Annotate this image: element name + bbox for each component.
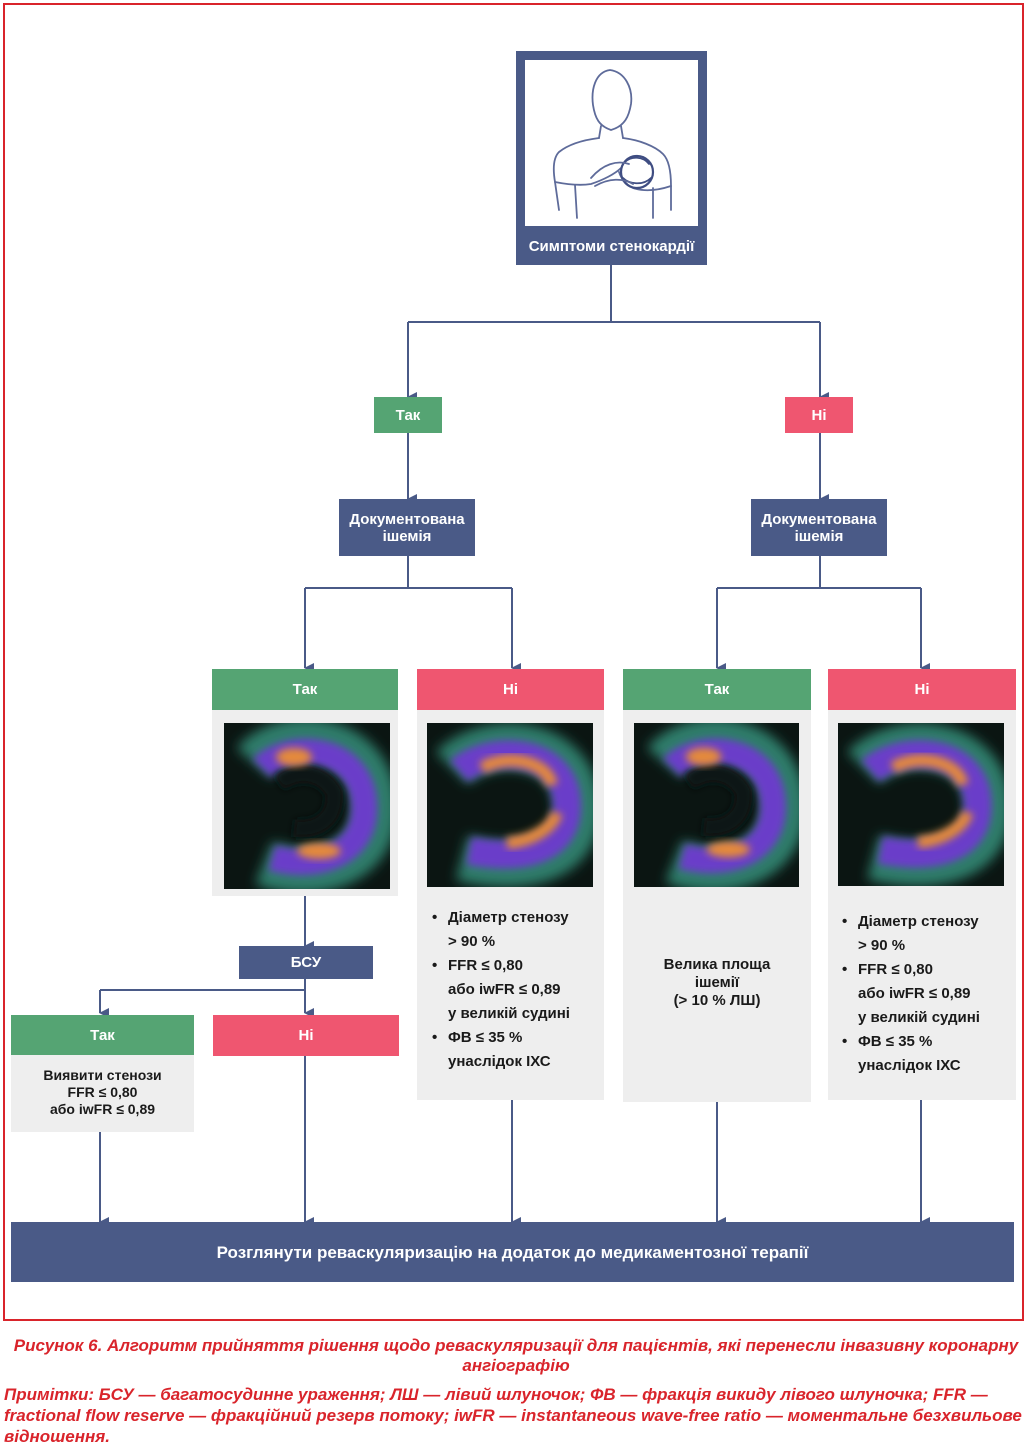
col4-criterion: ФВ ≤ 35 %унаслідок ІХС <box>842 1030 1014 1078</box>
col2-criterion: ФВ ≤ 35 %унаслідок ІХС <box>432 1026 602 1074</box>
scan-ischemia-2 <box>634 723 799 887</box>
yes-box-left: Так <box>374 397 442 433</box>
scan-normal-1 <box>427 723 593 887</box>
documented-ischemia-left: Документована ішемія <box>339 499 475 556</box>
symptoms-label: Симптоми стенокардії <box>528 237 695 255</box>
bsu-yes-panel <box>11 1055 194 1132</box>
documented-ischemia-right: Документована ішемія <box>751 499 887 556</box>
figure-frame <box>3 3 1024 1321</box>
col2-criterion: Діаметр стенозу> 90 % <box>432 906 602 954</box>
bsu-box: БСУ <box>239 946 373 979</box>
symptoms-box: Симптоми стенокардії <box>516 51 707 265</box>
col2-header: Ні <box>417 669 604 710</box>
person-chest-pain-icon <box>525 60 698 226</box>
scan-ischemia-1 <box>224 723 390 889</box>
revascularization-box: Розглянути реваскуляризацію на додаток д… <box>11 1222 1014 1282</box>
no-box-right: Ні <box>785 397 853 433</box>
col3-header: Так <box>623 669 811 710</box>
scan-normal-2 <box>838 723 1004 886</box>
col4-header: Ні <box>828 669 1016 710</box>
bsu-no-box: Ні <box>213 1015 399 1056</box>
figure-caption: Рисунок 6. Алгоритм прийняття рішення що… <box>13 1336 1019 1375</box>
col4-criterion: Діаметр стенозу> 90 % <box>842 910 1014 958</box>
col1-header: Так <box>212 669 398 710</box>
figure-notes: Примітки: БСУ — багатосудинне ураження; … <box>4 1385 1022 1446</box>
bsu-yes-header: Так <box>11 1015 194 1055</box>
